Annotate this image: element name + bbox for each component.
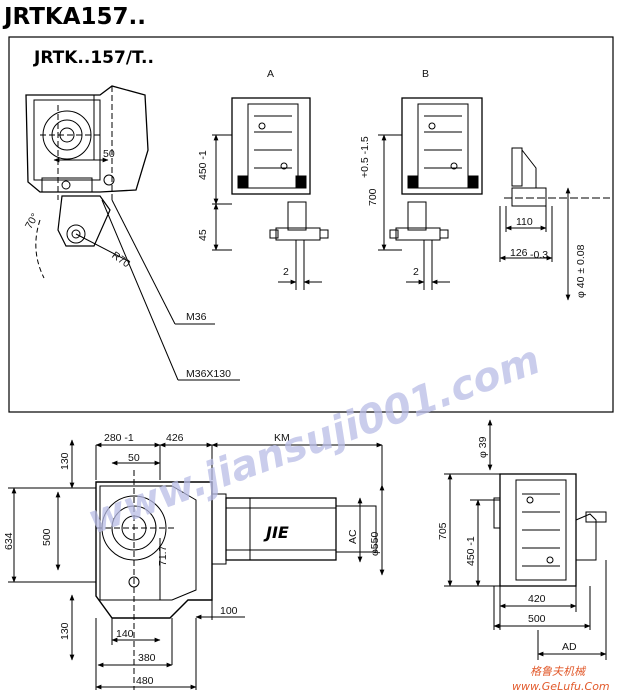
page-title: JRTKA157..: [2, 4, 146, 30]
dim-500-side: 500: [528, 613, 546, 625]
dim-r70: R70: [109, 249, 132, 270]
label-m36: M36: [186, 311, 207, 323]
view-a-label: A: [267, 68, 274, 80]
dim-shaft-110: 110: [516, 216, 533, 228]
dim-140: 140: [116, 628, 134, 640]
dim-480: 480: [136, 675, 154, 687]
dim-380: 380: [138, 652, 156, 664]
dim-shaft-126: 126: [510, 247, 528, 259]
dim-phi39: φ 39: [477, 436, 489, 458]
dim-500-left: 500: [41, 528, 53, 546]
dim-shaft-126-tol: -0.3: [530, 249, 548, 261]
dim-angle-70: 70°: [23, 211, 41, 231]
dim-100: 100: [220, 605, 238, 617]
gearbox-front-view: [25, 85, 240, 381]
dim-b-2: 2: [413, 266, 419, 278]
label-m36x130: M36X130: [186, 368, 231, 380]
footer-cn: 格鲁夫机械: [530, 665, 587, 678]
lower-side-view: [444, 419, 607, 660]
footer-url: www.GeLufu.Com: [512, 680, 610, 693]
dim-50-upper: 50: [103, 148, 115, 160]
shaft-detail: [499, 147, 610, 301]
dim-426: 426: [166, 432, 184, 444]
dim-ac: AC: [347, 529, 359, 544]
dim-ad: AD: [562, 641, 577, 653]
dim-130-top: 130: [59, 452, 71, 470]
upper-panel-frame: [8, 36, 614, 413]
dim-705: 705: [437, 522, 449, 540]
view-b-label: B: [422, 68, 429, 80]
dim-420: 420: [528, 593, 546, 605]
dim-a-2: 2: [283, 266, 289, 278]
view-b-drawing: [378, 97, 483, 290]
lower-front-view: [8, 439, 385, 690]
dim-phi550: φ550: [369, 532, 381, 556]
dim-50-lower: 50: [128, 452, 140, 464]
dim-634: 634: [3, 532, 15, 550]
dim-b-700-tol: +0.5 -1.5: [359, 136, 371, 178]
dim-130-bottom: 130: [59, 622, 71, 640]
panel-title: JRTK..157/T..: [33, 48, 154, 68]
dim-71-7: 71.7: [157, 545, 169, 566]
dim-a-45: 45: [197, 229, 209, 241]
motor-label: JIE: [263, 523, 289, 542]
dim-b-700: 700: [367, 188, 379, 206]
dim-a-450: 450 -1: [197, 150, 209, 180]
dim-shaft-phi40: φ 40 ± 0.08: [575, 244, 587, 298]
dim-450-side: 450 -1: [465, 536, 477, 566]
dim-km: KM: [274, 432, 290, 444]
dim-280: 280 -1: [104, 432, 134, 444]
view-a-drawing: [212, 97, 329, 290]
